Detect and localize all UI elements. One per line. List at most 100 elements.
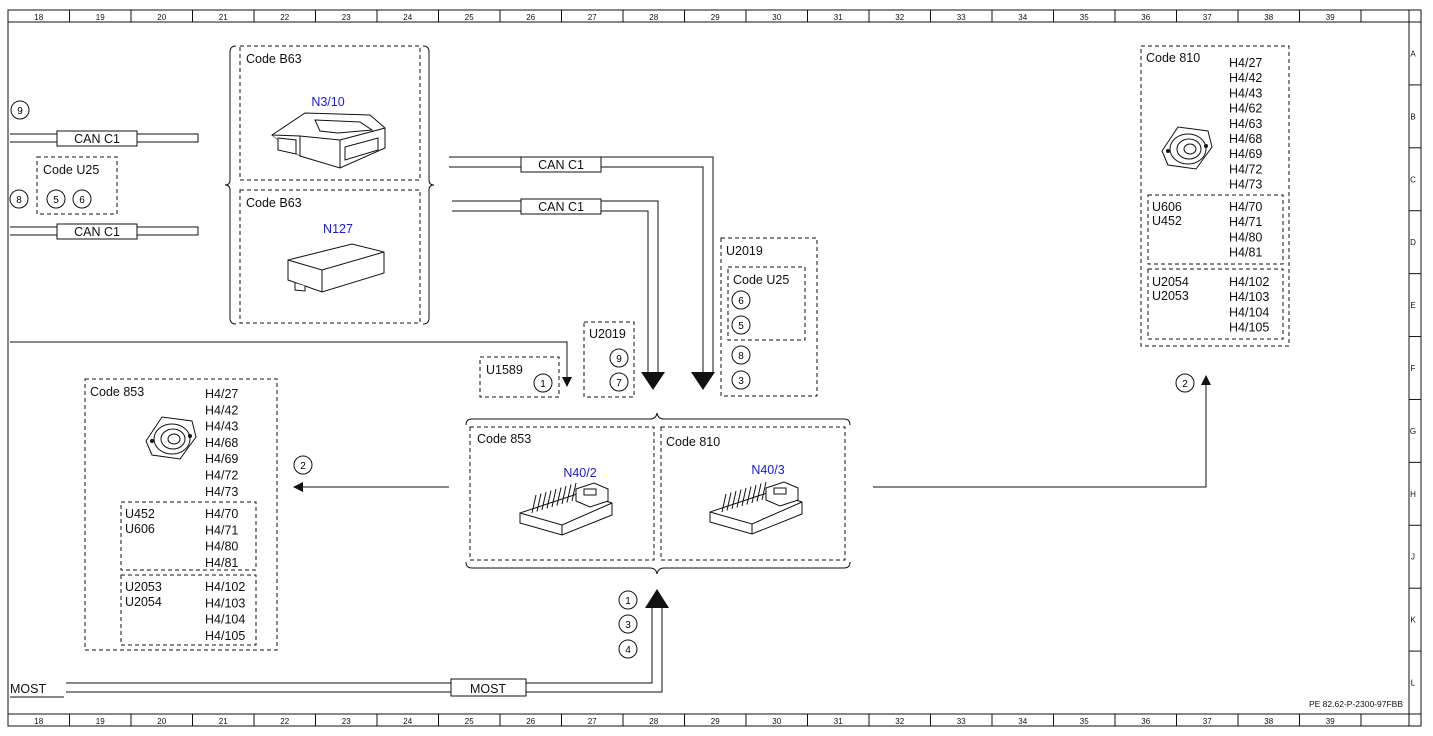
ruler-col-bottom-35: 35 — [1080, 717, 1089, 726]
left-speaker-main-2: H4/43 — [205, 420, 238, 434]
code-b63-bottom: Code B63 — [246, 196, 302, 210]
brace-bottom — [465, 561, 851, 575]
u2019-big-label: U2019 — [726, 244, 763, 258]
ruler-row-B: B — [1410, 112, 1415, 121]
ruler-col-bottom-20: 20 — [157, 717, 166, 726]
code-853-amp: Code 853 — [477, 432, 531, 446]
ruler-col-bottom-22: 22 — [280, 717, 289, 726]
upper-module-group — [224, 45, 435, 325]
ruler-row-C: C — [1410, 175, 1416, 184]
ruler-col-bottom-31: 31 — [834, 717, 843, 726]
right-speaker-main-1: H4/42 — [1229, 71, 1262, 85]
amplifier-n40-2-icon — [519, 482, 613, 536]
left-speaker-main-6: H4/73 — [205, 485, 238, 499]
left-sub1-item-2: H4/80 — [205, 540, 238, 554]
ruler-col-bottom-28: 28 — [649, 717, 658, 726]
ruler-col-top-36: 36 — [1141, 13, 1150, 22]
component-n127: N127 — [323, 222, 353, 236]
left-sub1-item-0: H4/70 — [205, 507, 238, 521]
wire-to-u1589 — [10, 341, 572, 387]
ruler-row-H: H — [1410, 490, 1416, 499]
module-n127-icon — [287, 243, 385, 293]
right-sub1-item-0: H4/70 — [1229, 200, 1262, 214]
right-sub1-item-2: H4/80 — [1229, 230, 1262, 244]
right-sub1-code-1: U452 — [1152, 214, 1182, 228]
left-sub2-item-0: H4/102 — [205, 580, 245, 594]
right-sub2-code-1: U2053 — [1152, 289, 1189, 303]
brace-left — [224, 45, 237, 325]
bus-label-can-upper: CAN C1 — [538, 158, 584, 172]
left-sub1-item-1: H4/71 — [205, 523, 238, 537]
ruler-col-top-19: 19 — [96, 13, 105, 22]
ruler-row-J: J — [1411, 553, 1415, 562]
left-speaker-main-1: H4/42 — [205, 403, 238, 417]
circle-1-u1589: 1 — [540, 379, 546, 390]
ruler-col-bottom-37: 37 — [1203, 717, 1212, 726]
left-speaker-main-0: H4/27 — [205, 387, 238, 401]
speaker-group-left: Code 853 H4/27H4/42H4/43H4/68H4/69H4/72H… — [84, 378, 278, 651]
ruler-col-bottom-19: 19 — [96, 717, 105, 726]
can-wire-lower-outer — [452, 200, 659, 372]
ruler-row-K: K — [1410, 616, 1416, 625]
bus-labels: CAN C1 CAN C1 CAN C1 CAN C1 MOST MOST — [10, 130, 602, 698]
circle-8-u2019: 8 — [738, 351, 744, 362]
ruler-row-L: L — [1411, 679, 1416, 688]
n127-box — [239, 189, 421, 324]
right-sub1-item-1: H4/71 — [1229, 215, 1262, 229]
left-sub1-code-1: U606 — [125, 522, 155, 536]
u2019-small-box: U2019 9 7 — [583, 321, 635, 398]
u2019-small-label: U2019 — [589, 327, 626, 341]
ruler-col-top-35: 35 — [1080, 13, 1089, 22]
circle-3-u2019: 3 — [738, 376, 744, 387]
right-sub2-item-0: H4/102 — [1229, 275, 1269, 289]
drawing-frame — [7, 9, 1422, 727]
right-speaker-main-8: H4/73 — [1229, 178, 1262, 192]
ruler-col-bottom-33: 33 — [957, 717, 966, 726]
right-sub1-item-3: H4/81 — [1229, 246, 1262, 260]
ruler-col-top-34: 34 — [1018, 13, 1027, 22]
circle-6-u2019: 6 — [738, 296, 744, 307]
ruler-col-bottom-39: 39 — [1326, 717, 1335, 726]
arrowhead-most — [645, 589, 669, 608]
n40-2-box — [469, 426, 655, 561]
component-n40-3: N40/3 — [751, 463, 784, 477]
ruler-col-top-25: 25 — [465, 13, 474, 22]
circle-1-bottom: 1 — [625, 596, 631, 607]
ruler-col-bottom-21: 21 — [219, 717, 228, 726]
ruler-col-top-30: 30 — [772, 13, 781, 22]
arrowhead-can-lower — [641, 372, 665, 390]
ruler-col-bottom-29: 29 — [711, 717, 720, 726]
ruler-col-top-28: 28 — [649, 13, 658, 22]
circle-9-u2019: 9 — [616, 354, 622, 365]
circle-9-left: 9 — [17, 106, 23, 117]
ruler-col-bottom-24: 24 — [403, 717, 412, 726]
right-speaker-main-5: H4/68 — [1229, 132, 1262, 146]
right-output-pin: 2 — [1175, 373, 1195, 393]
right-speaker-main-2: H4/43 — [1229, 86, 1262, 100]
ruler-row-D: D — [1410, 238, 1416, 247]
can-wire-upper-outer — [449, 156, 714, 372]
circle-5-u2019: 5 — [738, 321, 744, 332]
code-853-speakers: Code 853 — [90, 385, 144, 399]
ruler-col-top-21: 21 — [219, 13, 228, 22]
ruler-col-bottom-36: 36 — [1141, 717, 1150, 726]
code-810-amp: Code 810 — [666, 435, 720, 449]
bus-label-most-left: MOST — [10, 682, 46, 696]
n3-10-box — [239, 45, 421, 181]
component-n40-2: N40/2 — [563, 466, 596, 480]
speaker-icon-left — [145, 416, 197, 460]
right-speaker-main-6: H4/69 — [1229, 147, 1262, 161]
code-u25-inner: Code U25 — [733, 273, 789, 287]
ruler-col-bottom-27: 27 — [588, 717, 597, 726]
right-sub2-item-1: H4/103 — [1229, 290, 1269, 304]
circle-8-left: 8 — [16, 195, 22, 206]
brace-top — [465, 412, 851, 426]
code-u25-left-title: Code U25 — [43, 163, 99, 177]
code-810-speakers: Code 810 — [1146, 51, 1200, 65]
left-speaker-main-3: H4/68 — [205, 436, 238, 450]
ruler-col-top-20: 20 — [157, 13, 166, 22]
ruler-col-bottom-26: 26 — [526, 717, 535, 726]
ruler-col-bottom-34: 34 — [1018, 717, 1027, 726]
